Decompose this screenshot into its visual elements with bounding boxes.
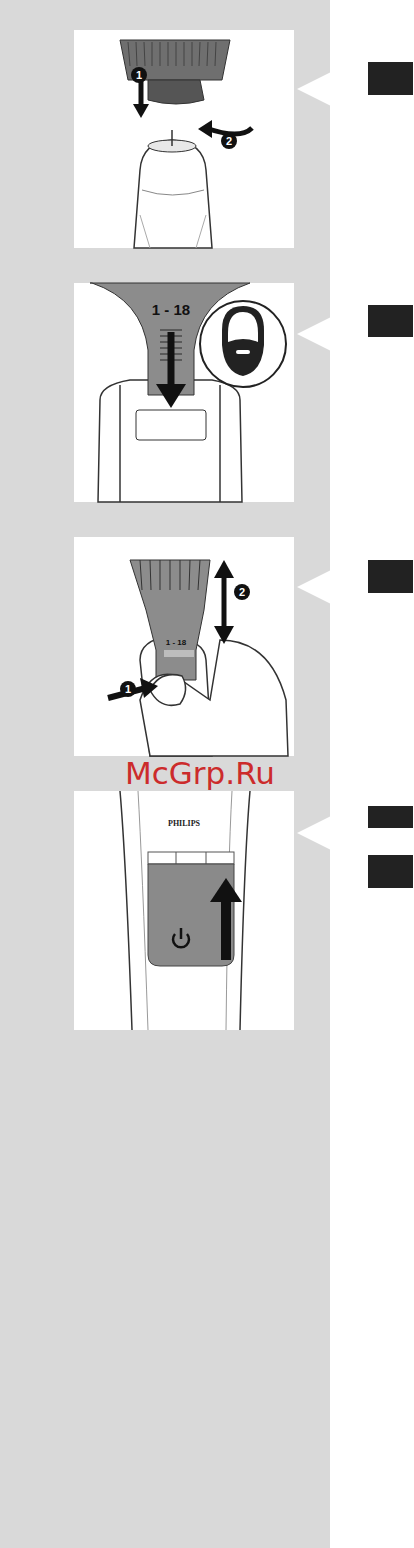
beard-comb-figure [90,283,286,502]
power-on-figure [120,791,250,1030]
watermark: McGrp.Ru [125,758,275,789]
text-column [330,0,414,1548]
page-column [0,0,330,1548]
illustration-panels [74,30,294,1030]
attach-comb-figure [120,40,252,248]
pointer-wedges [297,72,331,850]
callout-number: 2 [239,587,245,598]
callout-number: 2 [226,136,232,147]
step-markers [368,62,413,888]
adjust-setting-figure [108,560,288,756]
brand-name: PHILIPS [168,820,200,828]
callout-number: 1 [136,70,142,81]
callout-number: 1 [125,684,131,695]
length-range: 1 - 18 [166,639,186,647]
length-range: 1 - 18 [152,302,190,317]
